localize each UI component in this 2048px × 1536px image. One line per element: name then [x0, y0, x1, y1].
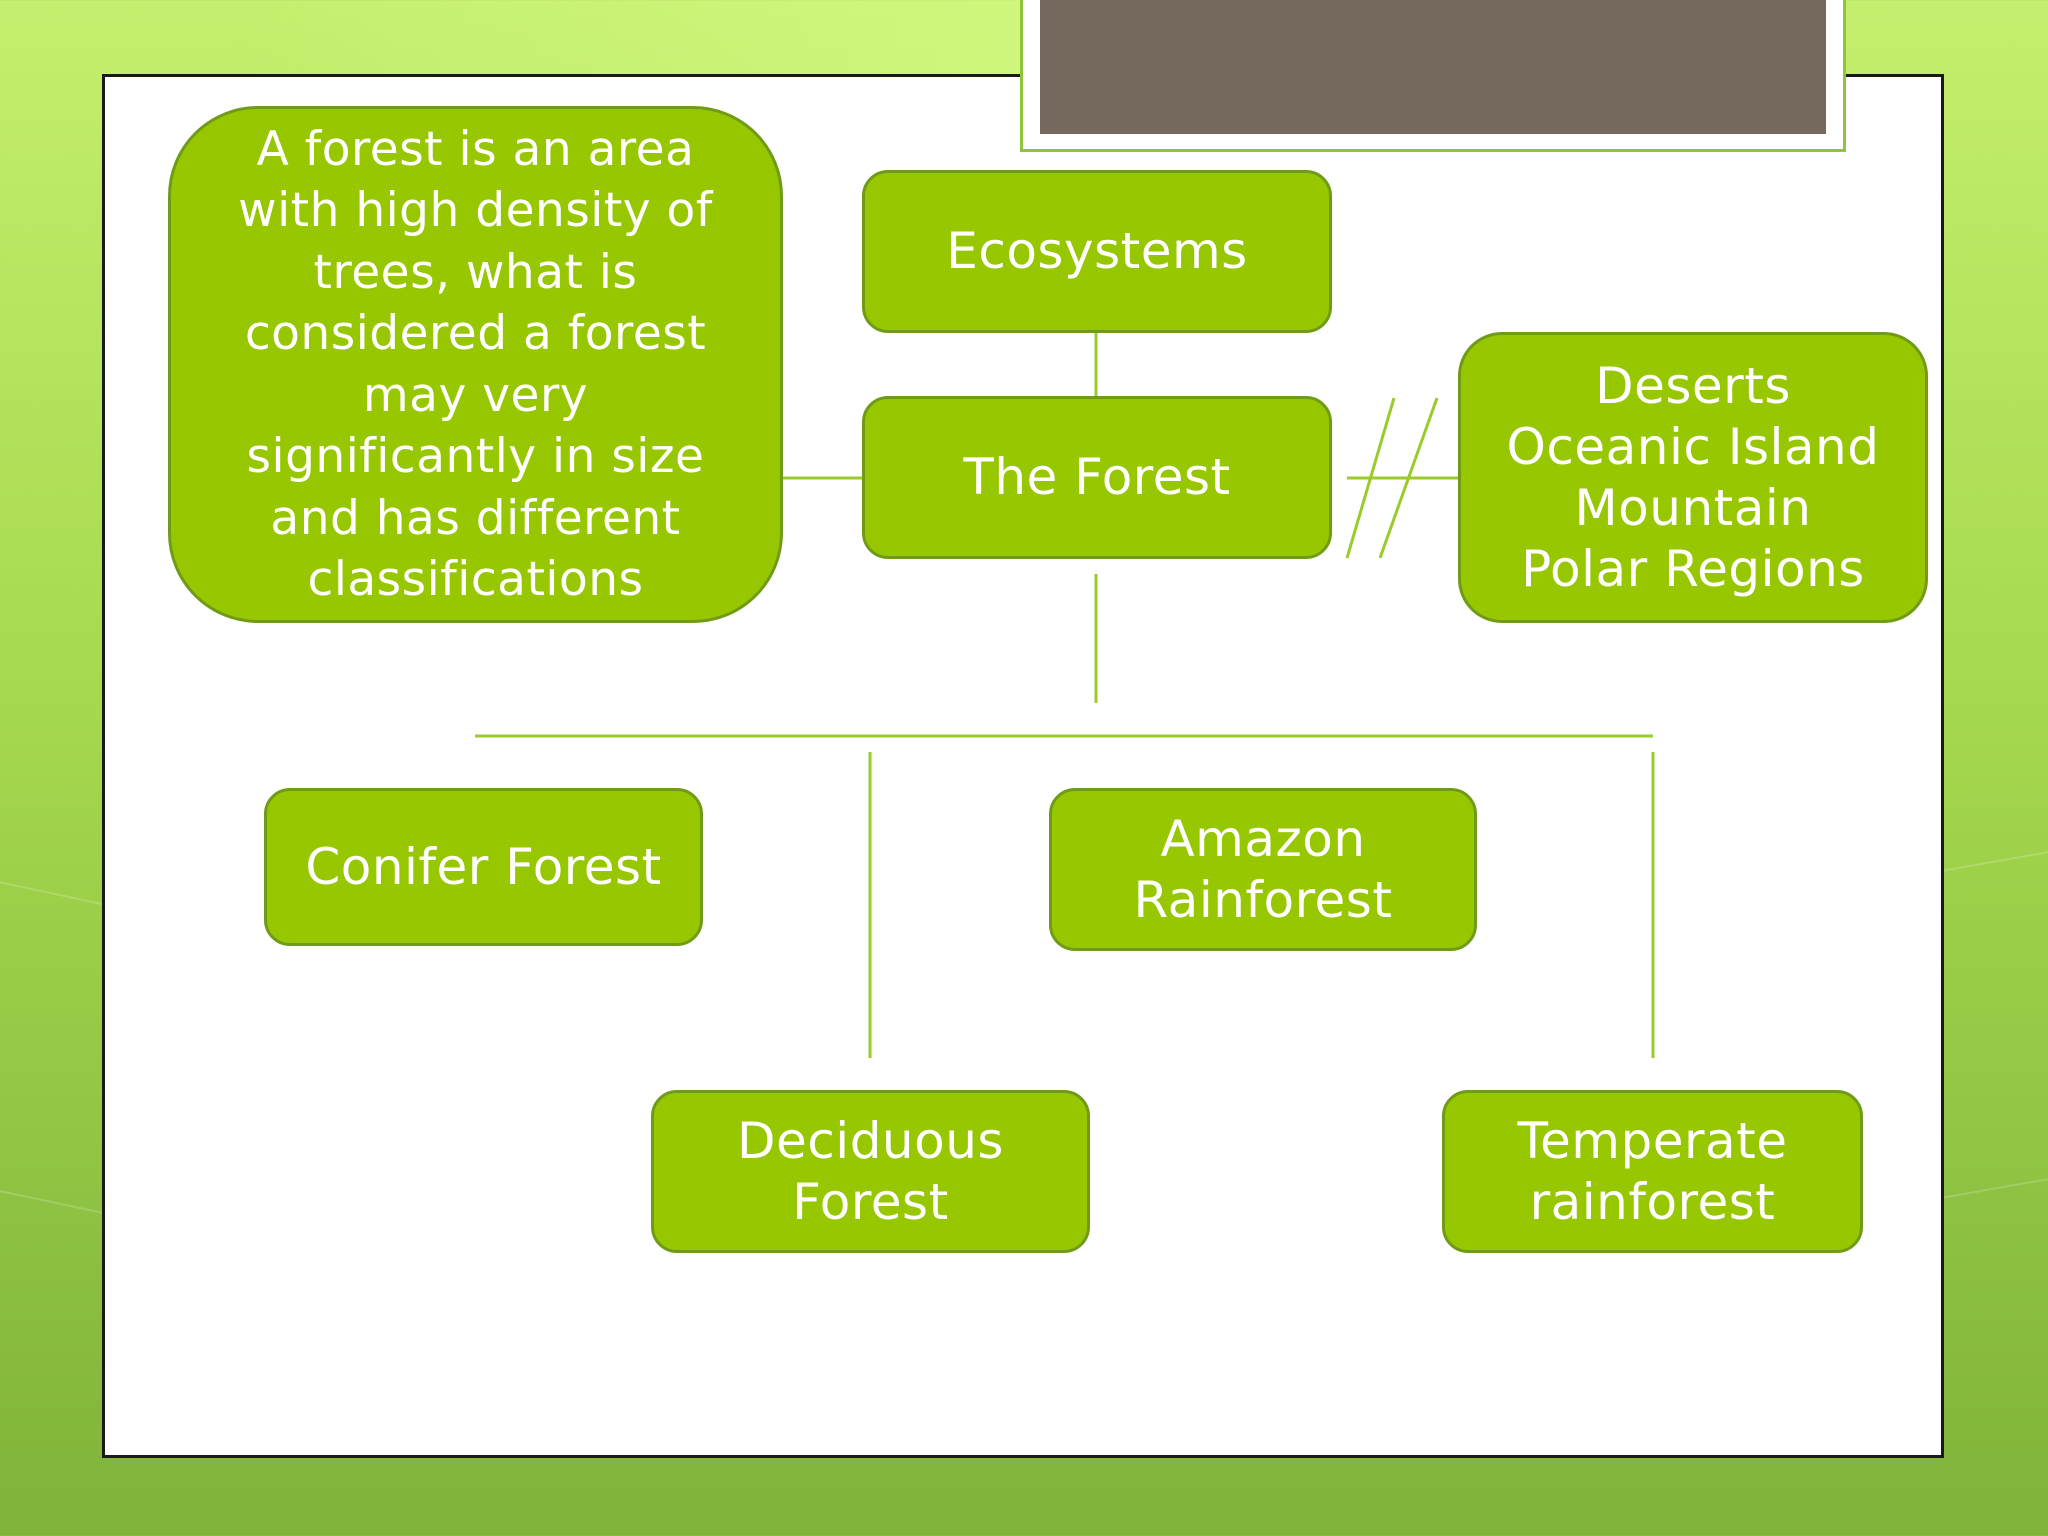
forest-definition-text: A forest is an area with high density of…	[238, 121, 713, 608]
not-equal-slash	[1378, 397, 1439, 559]
conifer-forest-label: Conifer Forest	[305, 837, 662, 896]
forest-definition-node: A forest is an area with high density of…	[168, 106, 783, 623]
temperate-rainforest-label: Temperate rainforest	[1517, 1111, 1788, 1231]
not-equal-slash	[1345, 397, 1396, 559]
temperate-rainforest-node: Temperate rainforest	[1442, 1090, 1863, 1253]
ecosystems-label: Ecosystems	[946, 222, 1248, 280]
other-ecosystems-node: Deserts Oceanic Island Mountain Polar Re…	[1458, 332, 1928, 623]
title-placeholder	[1040, 0, 1826, 134]
amazon-rainforest-label: Amazon Rainforest	[1133, 809, 1393, 929]
the-forest-label: The Forest	[963, 448, 1231, 506]
conifer-forest-node: Conifer Forest	[264, 788, 703, 946]
the-forest-node: The Forest	[862, 396, 1332, 559]
ecosystems-node: Ecosystems	[862, 170, 1332, 333]
deciduous-forest-label: Deciduous Forest	[737, 1111, 1004, 1231]
other-ecosystems-label: Deserts Oceanic Island Mountain Polar Re…	[1506, 356, 1880, 598]
deciduous-forest-node: Deciduous Forest	[651, 1090, 1090, 1253]
amazon-rainforest-node: Amazon Rainforest	[1049, 788, 1477, 951]
